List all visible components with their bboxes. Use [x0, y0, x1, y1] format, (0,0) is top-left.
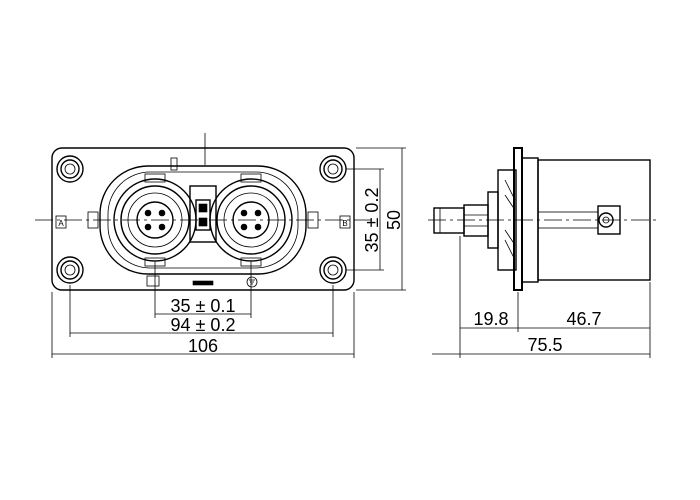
bottom-marking-box — [146, 275, 160, 287]
top-latch — [170, 157, 178, 171]
terminal-a-box — [55, 215, 67, 229]
dim-overall-height: 50 — [384, 210, 404, 230]
right-side-lug — [307, 211, 319, 229]
earth-symbol-icon — [246, 276, 258, 288]
terminal-b-label: B — [342, 219, 347, 228]
side-view: 19.8 46.7 75.5 — [428, 147, 660, 358]
dim-pin-spacing: 35 ± 0.1 — [171, 296, 236, 316]
terminal-a-label: A — [58, 219, 64, 228]
front-housing-inner — [107, 171, 299, 269]
dim-overall-depth: 75.5 — [527, 335, 562, 355]
dim-rear-depth: 46.7 — [566, 309, 601, 329]
dim-front-depth: 19.8 — [473, 309, 508, 329]
dim-vertical-hole-spacing: 35 ± 0.2 — [362, 188, 382, 253]
rear-terminal — [597, 205, 621, 235]
mounting-hole-icon — [56, 155, 84, 183]
dim-mount-hole-spacing: 94 ± 0.2 — [171, 315, 236, 335]
terminal-b-box — [339, 215, 351, 229]
left-side-lug — [87, 211, 99, 229]
side-flange-ring — [497, 169, 517, 271]
mounting-hole-icon — [56, 256, 84, 284]
rear-terminal-hole — [598, 212, 614, 228]
pin-socket-icon — [209, 173, 293, 267]
front-flange-outline — [51, 147, 355, 291]
central-interlock — [189, 185, 217, 243]
mounting-hole-icon — [319, 155, 347, 183]
pin-socket-icon — [113, 173, 197, 267]
bottom-center-marking — [192, 280, 214, 286]
plug-collar — [463, 204, 489, 237]
dim-overall-width: 106 — [188, 336, 218, 356]
front-plug — [433, 207, 465, 234]
front-view: A B 35 ± 0.1 94 ± 0.2 106 35 ± 0 — [35, 133, 406, 358]
mounting-hole-icon — [319, 256, 347, 284]
